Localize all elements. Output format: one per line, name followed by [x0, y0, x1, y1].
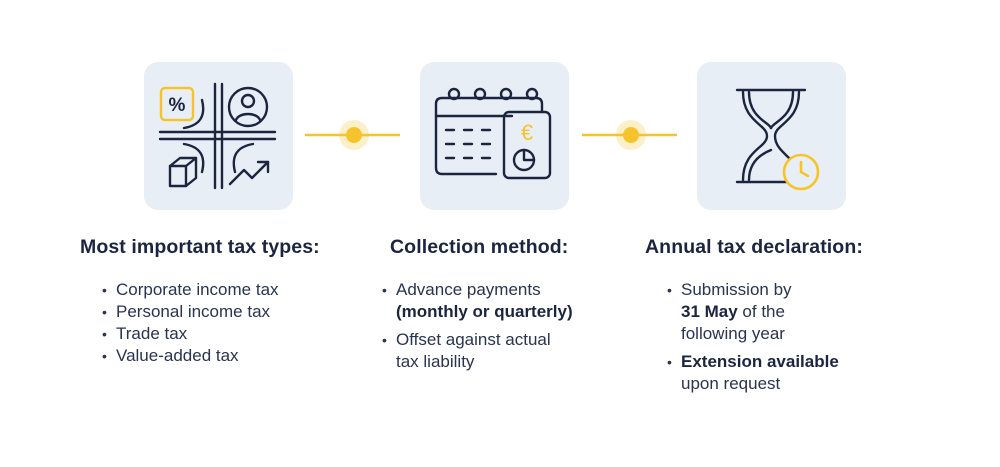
connector-1	[305, 120, 400, 150]
collection-method-column: Collection method: Advance payments (mon…	[382, 236, 573, 373]
tax-types-heading: Most important tax types:	[80, 236, 320, 258]
list-item: Submission by 31 May of the following ye…	[667, 279, 863, 345]
person-icon	[227, 86, 269, 128]
calendar-payment-icon: €	[434, 87, 552, 180]
percent-badge-icon	[159, 86, 195, 122]
hourglass-clock-icon	[735, 88, 820, 191]
list-item: Extension available upon request	[667, 351, 863, 395]
list-item: Trade tax	[102, 323, 320, 345]
collection-method-list: Advance payments (monthly or quarterly) …	[382, 279, 573, 373]
tax-types-column: Most important tax types: Corporate inco…	[80, 236, 320, 367]
euro-glyph: €	[521, 120, 533, 145]
list-item: Offset against actual tax liability	[382, 329, 573, 373]
box-icon	[168, 156, 198, 188]
list-item: Advance payments (monthly or quarterly)	[382, 279, 573, 323]
list-item: Value-added tax	[102, 345, 320, 367]
list-item: Corporate income tax	[102, 279, 320, 301]
percent-glyph: %	[169, 95, 186, 116]
calendar-icon	[434, 96, 544, 176]
tax-types-icon: %	[158, 82, 277, 190]
trend-arrow-icon	[228, 160, 270, 186]
annual-declaration-tile	[697, 62, 846, 210]
receipt-icon	[502, 110, 552, 180]
list-item: Personal income tax	[102, 301, 320, 323]
collection-method-tile: €	[420, 62, 569, 210]
annual-declaration-list: Submission by 31 May of the following ye…	[667, 279, 863, 395]
annual-declaration-column: Annual tax declaration: Submission by 31…	[645, 236, 863, 395]
tax-types-list: Corporate income tax Personal income tax…	[102, 279, 320, 367]
tax-types-tile: %	[144, 62, 293, 210]
collection-method-heading: Collection method:	[390, 236, 569, 258]
annual-declaration-heading: Annual tax declaration:	[645, 236, 863, 258]
connector-2	[582, 120, 677, 150]
